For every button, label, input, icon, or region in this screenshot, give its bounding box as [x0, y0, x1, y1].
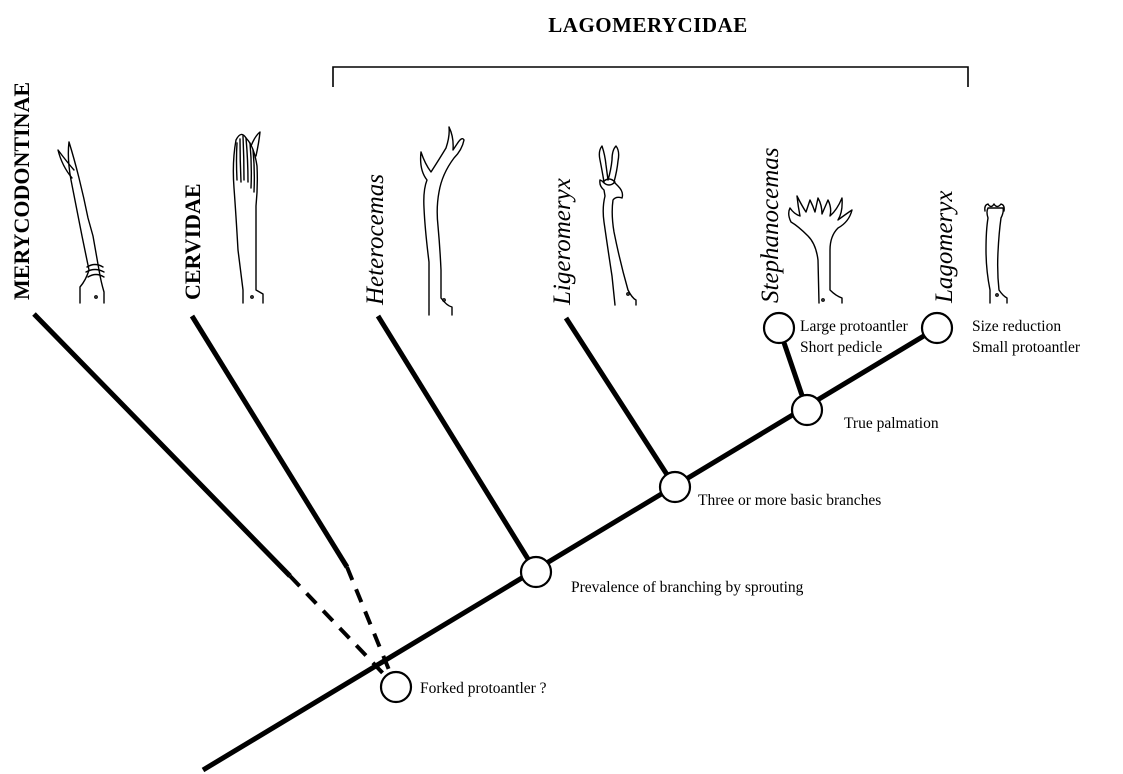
- taxon-label-cervidae: CERVIDAE: [180, 183, 205, 300]
- taxon-label-stephanocemas: Stephanocemas: [757, 147, 784, 303]
- branch-merycodontinae-dashed: [290, 576, 396, 687]
- node-label-forked: Forked protoantler ?: [420, 680, 547, 697]
- group-bracket: [333, 67, 968, 87]
- taxon-label-merycodontinae: MERYCODONTINAE: [9, 82, 34, 300]
- antler-cervidae-icon: [233, 132, 263, 303]
- antler-lagomeryx-icon: [985, 204, 1007, 303]
- antler-ligeromeryx-icon: [599, 146, 636, 305]
- node-stephanocemas-tip: [764, 313, 794, 343]
- antler-stephanocemas-icon: [789, 196, 852, 303]
- group-title: LAGOMERYCIDAE: [548, 13, 747, 37]
- branch-heterocemas: [378, 316, 536, 572]
- node-three-branches: [660, 472, 690, 502]
- branch-ligeromeryx: [566, 318, 675, 487]
- node-palmation: [792, 395, 822, 425]
- taxon-label-heterocemas: Heterocemas: [362, 174, 389, 306]
- node-sprouting: [521, 557, 551, 587]
- branch-merycodontinae-solid: [34, 314, 290, 576]
- node-label-lagomeryx-line1: Size reduction: [972, 318, 1061, 335]
- branch-cervidae-solid: [192, 316, 347, 567]
- antler-heterocemas-icon: [421, 127, 464, 315]
- node-label-palmation: True palmation: [844, 415, 939, 432]
- taxon-label-lagomeryx: Lagomeryx: [931, 191, 958, 304]
- node-label-stephanocemas-line2: Short pedicle: [800, 339, 882, 356]
- node-lagomeryx-tip: [922, 313, 952, 343]
- node-label-lagomeryx-line2: Small protoantler: [972, 339, 1081, 356]
- antler-merycodontinae-icon: [58, 142, 104, 303]
- taxon-label-ligeromeryx: Ligeromeryx: [549, 178, 576, 306]
- node-label-three-branches: Three or more basic branches: [698, 492, 881, 509]
- main-stem: [203, 328, 937, 770]
- node-forked: [381, 672, 411, 702]
- node-label-stephanocemas-line1: Large protoantler: [800, 318, 909, 335]
- node-label-sprouting: Prevalence of branching by sprouting: [571, 579, 804, 596]
